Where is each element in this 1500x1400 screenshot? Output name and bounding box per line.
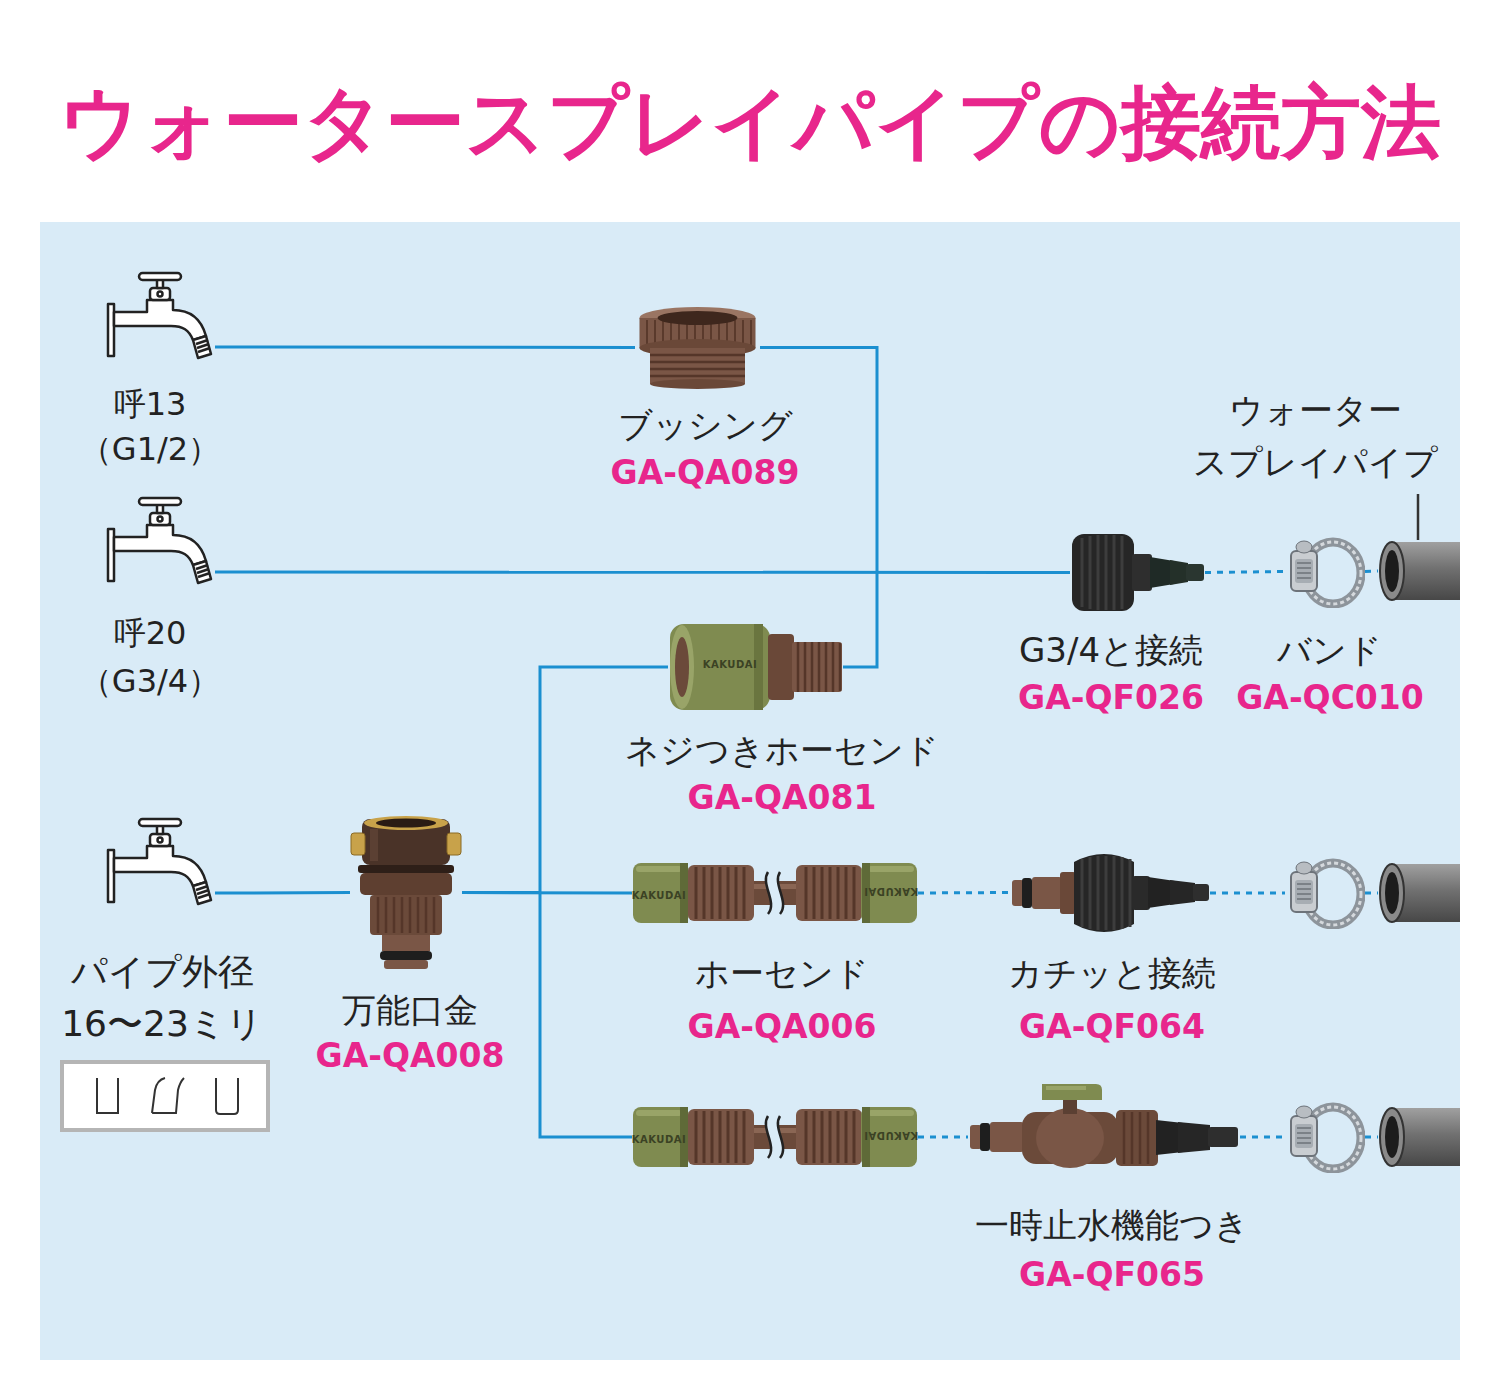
text-group: 呼13 （G1/2） bbox=[78, 382, 223, 472]
pipe-size-box bbox=[152, 1078, 184, 1113]
pipe-size-box bbox=[216, 1078, 238, 1114]
part-picture bbox=[1010, 850, 1210, 935]
part-picture bbox=[108, 819, 211, 904]
product-code: GA-QF065 bbox=[1019, 1250, 1205, 1300]
connector-line bbox=[215, 571, 1070, 574]
text-group: 一時止水機能つきGA-QF065 bbox=[975, 1200, 1249, 1300]
part-picture bbox=[1378, 540, 1460, 602]
part-picture bbox=[1380, 542, 1460, 600]
part-name: バンド bbox=[1277, 627, 1382, 674]
dashed-connector bbox=[1205, 572, 1285, 573]
part-picture bbox=[351, 816, 461, 969]
part-picture bbox=[968, 1082, 1240, 1192]
text-group: G3/4と接続GA-QF026 bbox=[1018, 627, 1204, 721]
connector-line bbox=[215, 891, 350, 895]
connector-line bbox=[760, 348, 877, 668]
dashed-connector bbox=[1365, 570, 1378, 574]
branch-line bbox=[540, 893, 632, 1137]
part-picture bbox=[1285, 535, 1365, 608]
part-name: ウォーター スプレイパイプ bbox=[1191, 384, 1440, 488]
connector-line bbox=[462, 667, 668, 893]
leader-line bbox=[1417, 494, 1420, 540]
part-name: カチッと接続 bbox=[1008, 947, 1216, 1000]
product-code: GA-QC010 bbox=[1236, 674, 1423, 721]
bushing-node: ブッシングGA-QA089 bbox=[635, 305, 760, 390]
part-picture bbox=[640, 307, 756, 389]
part-picture bbox=[105, 495, 215, 585]
text-group: ネジつきホーセンドGA-QA081 bbox=[625, 727, 939, 821]
text-group: ホーセンドGA-QA006 bbox=[688, 947, 877, 1053]
part-name: 呼13 （G1/2） bbox=[78, 382, 223, 472]
faucet-node: 呼13 （G1/2） bbox=[105, 270, 215, 360]
valve-part-node: 一時止水機能つきGA-QF065 bbox=[968, 1082, 1240, 1192]
part-name: G3/4と接続 bbox=[1019, 627, 1203, 674]
brand-mark: KAKUDAI bbox=[864, 886, 918, 897]
band-node: バンドGA-QC010 bbox=[1285, 535, 1365, 608]
background-panel bbox=[40, 222, 1460, 1360]
text-group: カチッと接続GA-QF064 bbox=[1008, 947, 1216, 1053]
product-code: GA-QA089 bbox=[611, 449, 800, 496]
part-picture bbox=[108, 273, 211, 358]
part-picture bbox=[635, 305, 760, 390]
part-name: 一時止水機能つき bbox=[975, 1200, 1249, 1250]
brand-mark: KAKUDAI bbox=[703, 659, 757, 670]
connector-line bbox=[462, 891, 632, 895]
band-picture bbox=[1291, 1106, 1361, 1169]
faucet-node: 呼20 （G3/4） bbox=[105, 495, 215, 585]
part-picture bbox=[1070, 530, 1205, 615]
brand-mark: KAKUDAI bbox=[632, 1134, 686, 1145]
text-group: パイプ外径 16〜23ミリ bbox=[59, 946, 265, 1050]
pipe-picture bbox=[1380, 1108, 1460, 1166]
part-picture bbox=[670, 624, 842, 710]
part-picture bbox=[1072, 534, 1204, 611]
text-group: 万能口金GA-QA008 bbox=[316, 987, 505, 1079]
product-code: GA-QF064 bbox=[1019, 1000, 1205, 1053]
product-code: GA-QA008 bbox=[316, 1033, 505, 1079]
dashed-line bbox=[918, 893, 1378, 1137]
product-code: GA-QF026 bbox=[1018, 674, 1204, 721]
text-group: ブッシングGA-QA089 bbox=[611, 402, 800, 496]
product-code: GA-QA006 bbox=[688, 1000, 877, 1053]
pipe-picture bbox=[1380, 864, 1460, 922]
pipe-size-box bbox=[62, 1062, 268, 1130]
pipe-size-box bbox=[62, 1062, 268, 1130]
part-picture bbox=[970, 1084, 1238, 1168]
connector-part-node: カチッと接続GA-QF064 bbox=[1010, 850, 1210, 935]
part-name: ブッシング bbox=[618, 402, 793, 449]
text-group: 呼20 （G3/4） bbox=[78, 609, 223, 705]
page-title: ウォータースプレイパイプの接続方法 bbox=[59, 70, 1441, 178]
part-name: ホーセンド bbox=[695, 947, 869, 1000]
part-picture bbox=[350, 815, 462, 970]
part-name: ネジつきホーセンド bbox=[625, 727, 939, 774]
part-name: 万能口金 bbox=[342, 987, 478, 1033]
text-group: ウォーター スプレイパイプ bbox=[1191, 384, 1440, 488]
pipe-node: ウォーター スプレイパイプ bbox=[1378, 540, 1460, 602]
connector-part-node: G3/4と接続GA-QF026 bbox=[1070, 530, 1205, 615]
part-picture bbox=[105, 270, 215, 360]
text-group: バンドGA-QC010 bbox=[1236, 627, 1423, 721]
part-name: 呼20 （G3/4） bbox=[78, 609, 223, 705]
part-picture bbox=[105, 816, 215, 906]
brand-mark: KAKUDAI bbox=[864, 1130, 918, 1141]
band-picture bbox=[1291, 862, 1361, 925]
connector-line bbox=[215, 346, 635, 349]
pipe-size-box bbox=[97, 1078, 118, 1113]
brand-mark: KAKUDAI bbox=[632, 890, 686, 901]
faucet-node: パイプ外径 16〜23ミリ bbox=[105, 816, 215, 906]
part-picture bbox=[1291, 541, 1361, 604]
product-code: GA-QA081 bbox=[688, 774, 877, 821]
part-name: パイプ外径 16〜23ミリ bbox=[59, 946, 265, 1050]
dashed-connector bbox=[918, 891, 1010, 895]
part-picture bbox=[108, 498, 211, 583]
part-picture bbox=[1012, 854, 1209, 932]
tap-adapter-node: 万能口金GA-QA008 bbox=[350, 815, 462, 970]
